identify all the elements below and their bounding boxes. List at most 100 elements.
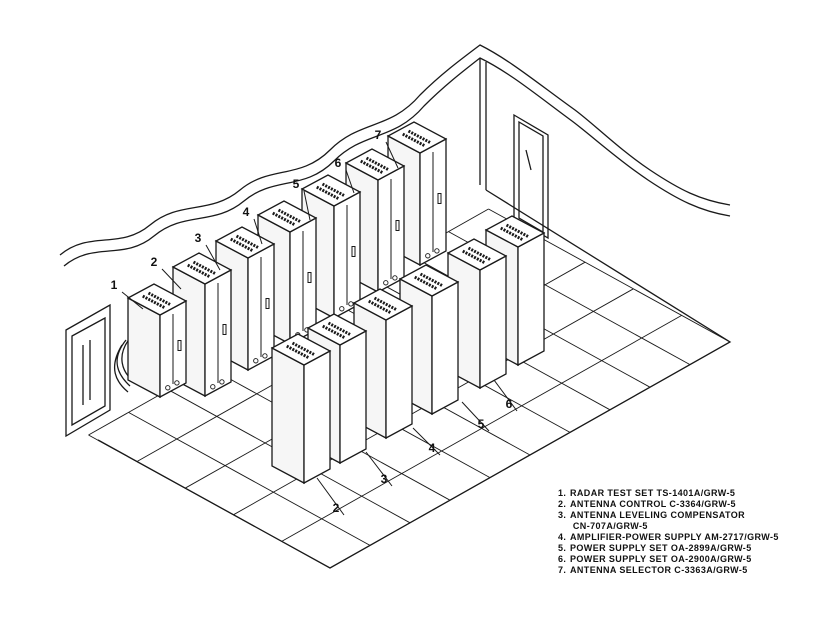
floor-grid-line — [88, 434, 331, 569]
door-handle — [307, 272, 312, 283]
vent-slot — [418, 272, 443, 287]
legend-item-text: POWER SUPPLY SET OA-2899A/GRW-5 — [570, 543, 752, 553]
callout-back-7: 7 — [375, 128, 399, 169]
cabinet-side-face — [339, 329, 367, 465]
callout-number: 5 — [478, 417, 485, 431]
legend-item-number: 4. — [558, 532, 567, 542]
foot-caster — [425, 253, 431, 259]
callout-back-6: 6 — [335, 156, 355, 194]
legend-item: 5.POWER SUPPLY SET OA-2899A/GRW-5 — [558, 543, 810, 554]
legend-item-number: 6. — [558, 554, 567, 564]
wall-cutaway-edge-inner — [63, 57, 731, 267]
vent-slot — [406, 129, 431, 144]
callout-leader-line — [345, 169, 355, 194]
callout-leader-line — [365, 451, 393, 487]
foot-caster — [219, 379, 225, 385]
callout-number: 1 — [111, 278, 118, 292]
vent-slot — [401, 132, 426, 147]
cabinet-top — [171, 252, 233, 285]
callout-front-5: 5 — [461, 401, 490, 432]
callout-back-1: 1 — [111, 278, 144, 310]
vent-slot — [229, 237, 254, 252]
callout-back-4: 4 — [243, 205, 263, 245]
legend-item-text: ANTENNA LEVELING COMPENSATOR CN-707A/GRW… — [570, 510, 746, 531]
callout-number: 2 — [151, 255, 158, 269]
vent-slot — [372, 296, 397, 311]
foot-caster — [339, 306, 345, 312]
legend-item-text: AMPLIFIER-POWER SUPPLY AM-2717/GRW-5 — [570, 532, 779, 542]
cabinet-top — [306, 313, 368, 346]
legend-item-number: 3. — [558, 510, 567, 520]
vent-slot — [367, 299, 392, 314]
callout-leader-line — [385, 141, 399, 169]
legend-item-text: ANTENNA CONTROL C-3364/GRW-5 — [570, 499, 736, 509]
legend-item-number: 1. — [558, 488, 567, 498]
vent-slot — [276, 208, 301, 223]
foot-caster — [348, 301, 354, 307]
callout-back-3: 3 — [195, 231, 221, 271]
legend-item-number: 7. — [558, 565, 567, 575]
foot-caster — [262, 353, 268, 359]
legend-item: 6.POWER SUPPLY SET OA-2900A/GRW-5 — [558, 554, 810, 565]
vent-slot — [234, 234, 259, 249]
vent-slot — [141, 294, 166, 309]
cabinet-top — [352, 288, 414, 321]
foot-caster — [383, 280, 389, 286]
vent-slot — [359, 159, 384, 174]
vent-slot — [326, 321, 351, 336]
callout-number: 4 — [243, 205, 250, 219]
left-wall-door — [65, 303, 111, 438]
callout-front-4: 4 — [412, 427, 441, 456]
legend-item-text: POWER SUPPLY SET OA-2900A/GRW-5 — [570, 554, 752, 564]
vent-slot — [364, 156, 389, 171]
cabinet-side-face — [517, 231, 545, 367]
vent-slot — [290, 341, 315, 356]
callout-number: 2 — [333, 501, 340, 515]
cabinet-back-1-test-set — [126, 283, 188, 399]
door-handle — [351, 246, 356, 257]
vent-slot — [315, 185, 340, 200]
cabinet-top — [126, 283, 188, 316]
cabinet-side-face — [385, 304, 413, 440]
vent-slot — [271, 211, 296, 226]
cabinet-top — [386, 121, 448, 154]
cabinet-back-3 — [214, 226, 276, 372]
cabinet-top — [300, 174, 362, 207]
cabinet-top — [214, 226, 276, 259]
callout-leader-line — [412, 427, 441, 456]
door-handle — [437, 193, 442, 204]
legend-item: 3.ANTENNA LEVELING COMPENSATOR CN-707A/G… — [558, 510, 810, 532]
callout-leader-line — [253, 218, 263, 245]
vent-slot — [321, 324, 346, 339]
callout-leader-line — [461, 401, 490, 432]
callout-leader-line — [205, 244, 221, 271]
callout-number: 3 — [381, 472, 388, 486]
callout-leader-line — [121, 291, 144, 310]
vent-slot — [466, 246, 491, 261]
legend-item: 7.ANTENNA SELECTOR C-3363A/GRW-5 — [558, 565, 810, 576]
callout-leader-line — [316, 477, 345, 516]
callout-front-2: 2 — [316, 477, 345, 516]
callout-leader-line — [303, 190, 311, 221]
callout-number: 6 — [506, 397, 513, 411]
vent-slot — [461, 249, 486, 264]
foot-caster — [253, 358, 259, 364]
cabinet-top — [256, 200, 318, 233]
callout-back-5: 5 — [293, 177, 311, 221]
vent-slot — [320, 182, 345, 197]
foot-caster — [392, 275, 398, 281]
vent-slot — [191, 260, 216, 275]
legend-item: 1.RADAR TEST SET TS-1401A/GRW-5 — [558, 488, 810, 499]
door-handle — [222, 324, 227, 335]
callout-back-2: 2 — [151, 255, 182, 290]
callout-leader-line — [493, 379, 518, 412]
cabinet-top — [446, 238, 508, 271]
cabinet-top — [484, 215, 546, 248]
vent-slot — [146, 291, 171, 306]
legend-item-number: 5. — [558, 543, 567, 553]
callout-front-3: 3 — [365, 451, 393, 487]
vent-slot — [285, 344, 310, 359]
wall-cutaway-edge — [59, 44, 731, 256]
